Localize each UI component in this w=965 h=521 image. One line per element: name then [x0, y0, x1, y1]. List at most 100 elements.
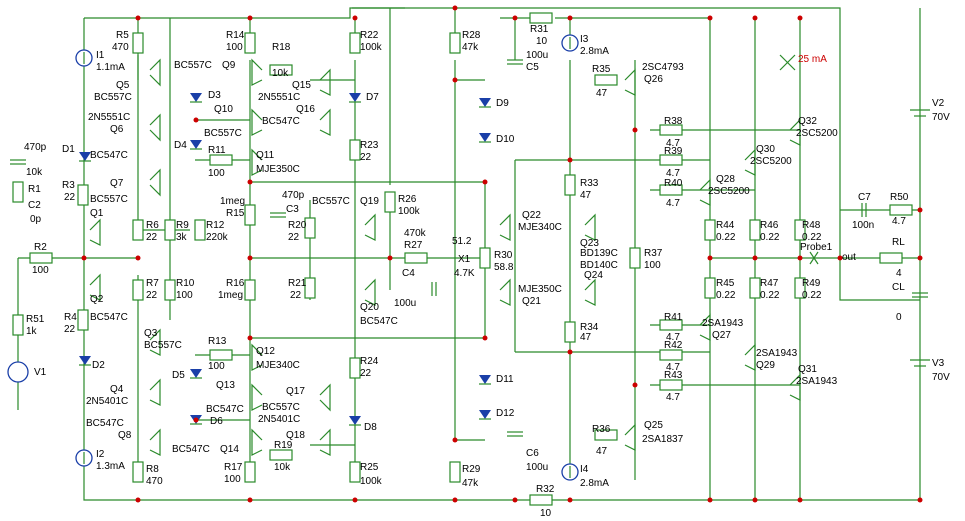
r14-value: 100 — [226, 42, 243, 53]
q26-label: Q26 — [644, 74, 663, 85]
q2-label: Q2 — [90, 294, 104, 305]
i4-value: 2.8mA — [580, 478, 609, 489]
r36-value: 47 — [596, 446, 608, 457]
q2-type: BC547C — [90, 312, 128, 323]
q28-type: 2SC5200 — [708, 186, 750, 197]
q4-label: Q4 — [110, 384, 124, 395]
r22-value: 100k — [360, 42, 383, 53]
r28-label: R28 — [462, 30, 481, 41]
q11-label: Q11 — [256, 150, 275, 161]
r8-label: R8 — [146, 464, 159, 475]
r2-label: R2 — [34, 242, 47, 253]
r42-value: 4.7 — [666, 362, 680, 373]
v1-label: V1 — [34, 367, 47, 378]
probe-label: Probe1 — [800, 242, 833, 253]
r27-label: R27 — [404, 240, 423, 251]
c5-value: 100u — [526, 50, 548, 61]
i1-value: 1.1mA — [96, 62, 125, 73]
r30-label: R30 — [494, 250, 513, 261]
q31-type: 2SA1943 — [796, 376, 838, 387]
r31-label: R31 — [530, 24, 549, 35]
q12-type: MJE340C — [256, 360, 300, 371]
cin-label: 470p — [24, 142, 47, 153]
r37-value: 100 — [644, 260, 661, 271]
q11-type: MJE350C — [256, 164, 300, 175]
r33-label: R33 — [580, 178, 599, 189]
cl-label: CL — [892, 282, 905, 293]
r15-label: R15 — [226, 208, 245, 219]
rl-value: 4 — [896, 268, 902, 279]
q15-label: Q15 — [292, 80, 311, 91]
r41-label: R41 — [664, 312, 683, 323]
q18-type: 2N5401C — [258, 414, 300, 425]
q29-type: 2SA1943 — [756, 348, 798, 359]
q13-type: BC547C — [206, 404, 244, 415]
d1-label: D1 — [62, 144, 75, 155]
q25-type: 2SA1837 — [642, 434, 684, 445]
c6-label: C6 — [526, 448, 539, 459]
r32-value: 10 — [540, 508, 552, 519]
r36-label: R36 — [592, 424, 611, 435]
r12-value: 220k — [206, 232, 229, 243]
q3-type: BC557C — [144, 340, 182, 351]
d12-label: D12 — [496, 408, 515, 419]
out-label: out — [842, 252, 856, 263]
q32-type: 2SC5200 — [796, 128, 838, 139]
q14-type: BC547C — [172, 444, 210, 455]
r16-value: 1meg — [218, 290, 243, 301]
x1-label: X1 — [458, 254, 471, 265]
r12-label: R12 — [206, 220, 225, 231]
q8-type: BC547C — [86, 418, 124, 429]
capacitors — [10, 59, 930, 437]
r50-label: R50 — [890, 192, 909, 203]
r48-value: 0.22 — [802, 232, 822, 243]
q23-type: BD139C — [580, 248, 618, 259]
i3-value: 2.8mA — [580, 46, 609, 57]
r19-label: R19 — [274, 440, 293, 451]
current-sources — [7, 34, 579, 481]
r44-label: R44 — [716, 220, 735, 231]
rl-label: RL — [892, 237, 905, 248]
r17-label: R17 — [224, 462, 243, 473]
q12-label: Q12 — [256, 346, 275, 357]
r42-label: R42 — [664, 340, 683, 351]
r49-value: 0.22 — [802, 290, 822, 301]
q17-label: Q17 — [286, 386, 305, 397]
r47-value: 0.22 — [760, 290, 780, 301]
d5-label: D5 — [172, 370, 185, 381]
q31-label: Q31 — [798, 364, 817, 375]
q21-type: MJE350C — [518, 284, 562, 295]
r31-value: 10 — [536, 36, 548, 47]
c2-value: 0p — [30, 214, 42, 225]
r4-value: 22 — [64, 324, 76, 335]
q10-type: 2N5551C — [258, 92, 300, 103]
q20-type: BC547C — [360, 316, 398, 327]
r51-value: 1k — [26, 326, 38, 337]
r14-label: R14 — [226, 30, 245, 41]
q22-type: MJE340C — [518, 222, 562, 233]
q7-type-a: BC547C — [90, 150, 128, 161]
c3-label: C3 — [286, 204, 299, 215]
c2-label: C2 — [28, 200, 41, 211]
r45-value: 0.22 — [716, 290, 736, 301]
q25-label: Q25 — [644, 420, 663, 431]
r16-label: R16 — [226, 278, 245, 289]
r39-label: R39 — [664, 146, 683, 157]
r40-value: 4.7 — [666, 198, 680, 209]
r43-label: R43 — [664, 370, 683, 381]
r50-value: 4.7 — [892, 216, 906, 227]
r47-label: R47 — [760, 278, 779, 289]
q16-type: BC547C — [262, 116, 300, 127]
c7-label: C7 — [858, 192, 871, 203]
i1-label: I1 — [96, 50, 105, 61]
q5-label: Q5 — [116, 80, 130, 91]
d7-label: D7 — [366, 92, 379, 103]
q32-label: Q32 — [798, 116, 817, 127]
q6-label: Q6 — [110, 124, 124, 135]
q10-label: Q10 — [214, 104, 233, 115]
r1-value: 10k — [26, 167, 43, 178]
v2-value: 70V — [932, 112, 950, 123]
q7-label: Q7 — [110, 178, 124, 189]
r46-label: R46 — [760, 220, 779, 231]
q19-type: BC557C — [312, 196, 350, 207]
